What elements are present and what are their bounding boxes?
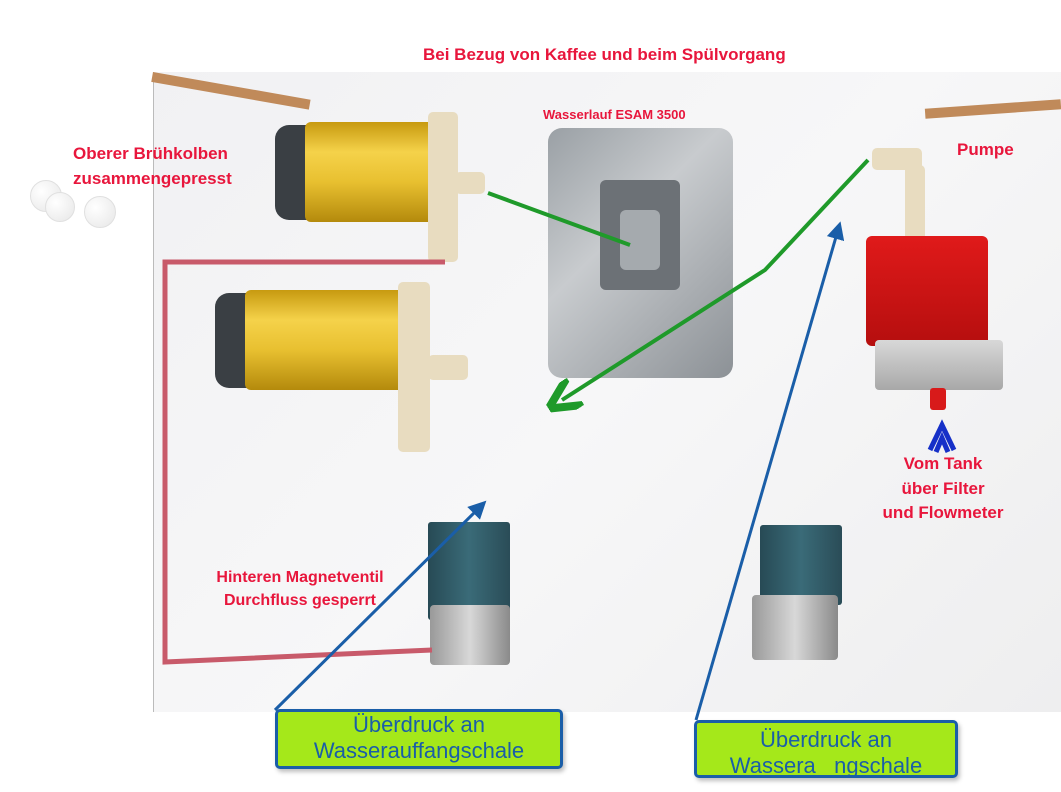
- bubble-decoration: [84, 196, 116, 228]
- upper-piston-port: [455, 172, 485, 194]
- pump-coil: [866, 236, 988, 346]
- tank-inflow-arrow: [927, 419, 957, 453]
- lower-piston-port: [428, 355, 468, 380]
- callout-left-line2: Wasserauffangschale: [313, 738, 525, 763]
- tank-label-line1: Vom Tank: [903, 454, 983, 473]
- diagram-title: Bei Bezug von Kaffee und beim Spülvorgan…: [423, 45, 786, 64]
- callout-overpressure-right: Überdruck an Wassera ngschale: [694, 720, 958, 778]
- heater-block-channel: [620, 210, 660, 270]
- callout-overpressure-left: Überdruck an Wasserauffangschale: [275, 709, 563, 769]
- front-valve-body: [752, 595, 838, 660]
- blocked-path-line: [162, 259, 445, 665]
- pump-inlet: [930, 388, 946, 410]
- pump-elbow: [872, 148, 922, 170]
- valve-label-line2: Durchfluss gesperrt: [223, 592, 377, 610]
- valve-label-line1: Hinteren Magnetventil: [216, 569, 384, 586]
- green-flow-arrow-pump: [562, 158, 870, 400]
- callout-right-line1: Überdruck an: [759, 727, 893, 752]
- pump-frame: [875, 340, 1003, 390]
- valve-label: Hinteren Magnetventil Durchfluss gesperr…: [190, 566, 410, 612]
- tank-label-line3: und Flowmeter: [882, 503, 1004, 523]
- rear-valve-body: [430, 605, 510, 665]
- tank-label-line2: über Filter: [901, 478, 985, 498]
- upper-piston-cylinder: [305, 122, 435, 222]
- upper-piston-flange: [428, 112, 458, 262]
- green-flow-line-piston: [487, 191, 631, 247]
- lower-piston-flange: [398, 282, 430, 452]
- callout-left-line1: Überdruck an: [352, 712, 486, 737]
- rear-valve-coil: [428, 522, 510, 620]
- callout-right-line2: Wassera ngschale: [729, 753, 923, 778]
- upper-piston-label: Oberer Brühkolben zusammengepresst: [73, 142, 232, 191]
- upper-piston-label-line1: Oberer Brühkolben: [73, 144, 228, 163]
- upper-piston-label-line2: zusammengepresst: [73, 168, 232, 188]
- heater-label: Wasserlauf ESAM 3500: [543, 107, 686, 122]
- tank-label: Vom Tank über Filter und Flowmeter: [868, 452, 1018, 526]
- bubble-decoration: [45, 192, 75, 222]
- lower-piston-cylinder: [245, 290, 405, 390]
- pump-tube: [905, 165, 925, 245]
- blue-pressure-arrow-left: [273, 500, 487, 712]
- pump-label: Pumpe: [957, 140, 1014, 159]
- front-valve-coil: [760, 525, 842, 605]
- blue-pressure-arrow-right: [694, 221, 845, 721]
